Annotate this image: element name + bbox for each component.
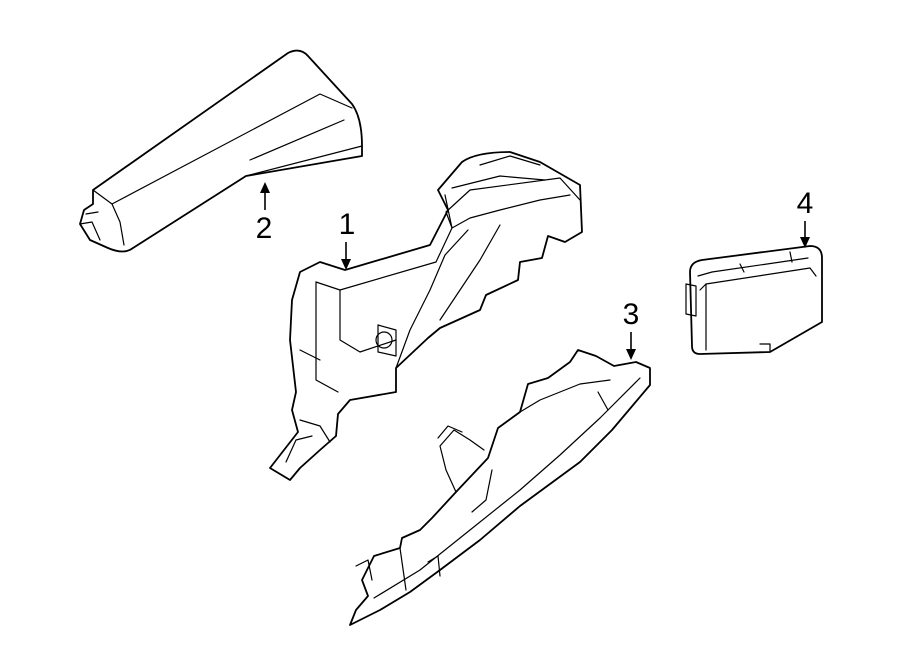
part-3-bracket[interactable] [349,349,651,626]
callout-4: 4 [797,187,814,248]
callout-3-label: 3 [623,298,640,331]
part-1-housing[interactable] [269,151,583,481]
part-4-module[interactable] [685,245,823,355]
callout-1: 1 [339,208,356,270]
callout-3: 3 [623,298,640,360]
callout-2-label: 2 [256,212,273,245]
part-2-cover[interactable] [79,49,363,253]
callout-4-label: 4 [797,187,814,220]
callout-2: 2 [256,182,273,245]
callout-1-label: 1 [339,208,356,241]
